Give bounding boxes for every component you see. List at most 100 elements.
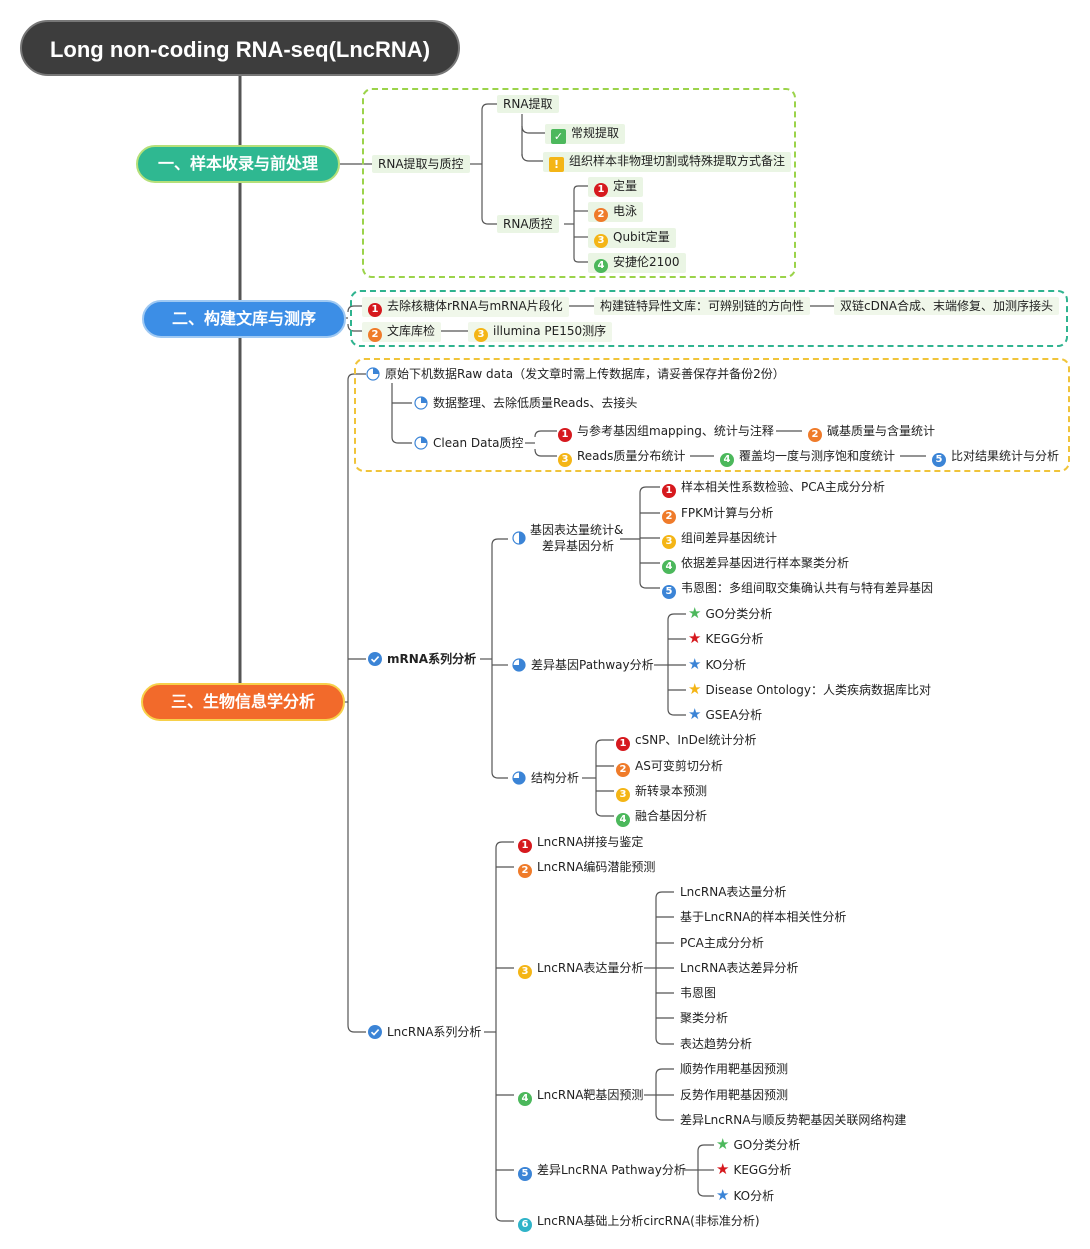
- struct-item-text: 融合基因分析: [635, 809, 708, 823]
- lnc5-sub-text: KEGG分析: [733, 1163, 792, 1177]
- node-structure: 结构分析: [512, 769, 579, 787]
- node-pathway: 差异基因Pathway分析: [512, 656, 654, 674]
- progress-pie-icon: [414, 436, 428, 450]
- number-badge-icon: 3: [594, 234, 608, 248]
- lnc-item-text: LncRNA基础上分析circRNA(非标准分析): [537, 1214, 760, 1228]
- clean-qc-item-text: 覆盖均一度与测序饱和度统计: [739, 449, 896, 463]
- node-expression-line1: 基因表达量统计&: [530, 523, 624, 537]
- struct-item-text: 新转录本预测: [635, 784, 708, 798]
- progress-pie-icon: [512, 531, 526, 545]
- number-badge-icon: 5: [518, 1167, 532, 1181]
- clean-qc-item-text: Reads质量分布统计: [577, 449, 686, 463]
- node-routine: ✓常规提取: [545, 124, 626, 144]
- node-raw-data: 原始下机数据Raw data（发文章时需上传数据库，请妥善保存并备份2份）: [366, 365, 785, 383]
- lnc5-sub-text: GO分类分析: [733, 1138, 801, 1152]
- lnc3-sub-3: PCA主成分分析: [680, 936, 764, 950]
- qc-item-text: 安捷伦2100: [613, 255, 680, 269]
- group-box-library: [350, 290, 1068, 347]
- lnc5-sub-go: ★GO分类分析: [716, 1136, 800, 1154]
- star-icon: ★: [688, 604, 702, 622]
- expr-item-text: 韦恩图：多组间取交集确认共有与特有差异基因: [681, 581, 934, 595]
- node-structure-text: 结构分析: [531, 771, 580, 785]
- number-badge-icon: 4: [662, 560, 676, 574]
- node-lncrna-text: LncRNA系列分析: [387, 1025, 482, 1039]
- star-icon: ★: [716, 1135, 730, 1153]
- progress-pie-icon: [414, 396, 428, 410]
- pathway-item-text: Disease Ontology：人类疾病数据库比对: [705, 683, 931, 697]
- check-circle-icon: [368, 652, 382, 666]
- pathway-item-text: GO分类分析: [705, 607, 773, 621]
- qc-item-4: 4 安捷伦2100: [588, 253, 686, 273]
- lnc4-sub-1: 顺势作用靶基因预测: [680, 1062, 789, 1076]
- star-icon: ★: [688, 629, 702, 647]
- lnc3-sub-5: 韦恩图: [680, 986, 717, 1000]
- group-box-rawdata: [354, 358, 1070, 472]
- lib-step-2-text: 文库库检: [387, 324, 436, 338]
- number-badge-icon: 2: [808, 428, 822, 442]
- number-badge-icon: 6: [518, 1218, 532, 1232]
- number-badge-icon: 4: [518, 1092, 532, 1106]
- number-badge-icon: 2: [594, 208, 608, 222]
- progress-pie-icon: [512, 771, 526, 785]
- number-badge-icon: 5: [662, 585, 676, 599]
- lnc3-sub-4: LncRNA表达差异分析: [680, 961, 799, 975]
- lib-step-1c: 双链cDNA合成、末端修复、加测序接头: [834, 297, 1060, 315]
- struct-item-text: cSNP、InDel统计分析: [635, 733, 757, 747]
- node-pathway-text: 差异基因Pathway分析: [531, 658, 654, 672]
- lnc3-sub-6: 聚类分析: [680, 1011, 729, 1025]
- lib-step-1-text: 去除核糖体rRNA与mRNA片段化: [387, 299, 563, 313]
- node-rna-control: RNA质控: [497, 215, 559, 233]
- struct-item-4: 4 融合基因分析: [616, 807, 707, 827]
- star-icon: ★: [716, 1160, 730, 1178]
- star-icon: ★: [688, 655, 702, 673]
- number-badge-icon: 2: [662, 510, 676, 524]
- node-clean-step-text: 数据整理、去除低质量Reads、去接头: [433, 396, 638, 410]
- pathway-item-kegg: ★KEGG分析: [688, 630, 764, 648]
- number-badge-icon: 3: [558, 453, 572, 467]
- root-title: Long non-coding RNA-seq(LncRNA): [20, 20, 460, 76]
- lnc-item-text: LncRNA拼接与鉴定: [537, 835, 644, 849]
- expr-item-text: 组间差异基因统计: [681, 531, 778, 545]
- number-badge-icon: 1: [616, 737, 630, 751]
- number-badge-icon: 4: [616, 813, 630, 827]
- number-badge-icon: 1: [662, 484, 676, 498]
- qc-item-text: 定量: [613, 179, 638, 193]
- lnc-item-text: LncRNA靶基因预测: [537, 1088, 644, 1102]
- check-icon: ✓: [551, 129, 566, 144]
- node-special: !组织样本非物理切割或特殊提取方式备注: [543, 152, 792, 172]
- clean-qc-item-3: 3 Reads质量分布统计: [558, 447, 685, 467]
- lnc4-sub-3: 差异LncRNA与顺反势靶基因关联网络构建: [680, 1113, 907, 1127]
- lnc4-sub-2: 反势作用靶基因预测: [680, 1088, 789, 1102]
- number-badge-icon: 4: [594, 259, 608, 273]
- struct-item-1: 1 cSNP、InDel统计分析: [616, 731, 757, 751]
- node-mrna-text: mRNA系列分析: [387, 652, 477, 666]
- pathway-item-text: KEGG分析: [705, 632, 764, 646]
- struct-item-2: 2 AS可变剪切分析: [616, 757, 723, 777]
- node-clean-qc: Clean Data质控: [414, 434, 524, 452]
- number-badge-icon: 5: [932, 453, 946, 467]
- struct-item-text: AS可变剪切分析: [635, 759, 723, 773]
- clean-qc-item-text: 碱基质量与含量统计: [827, 424, 936, 438]
- number-badge-icon: 1: [518, 839, 532, 853]
- lnc-item-1: 1 LncRNA拼接与鉴定: [518, 833, 643, 853]
- number-badge-icon: 3: [518, 965, 532, 979]
- clean-qc-item-text: 比对结果统计与分析: [951, 449, 1060, 463]
- pathway-item-text: GSEA分析: [705, 708, 763, 722]
- number-badge-icon: 1: [368, 303, 382, 317]
- warning-icon: !: [549, 157, 564, 172]
- number-badge-icon: 2: [616, 763, 630, 777]
- number-badge-icon: 2: [518, 864, 532, 878]
